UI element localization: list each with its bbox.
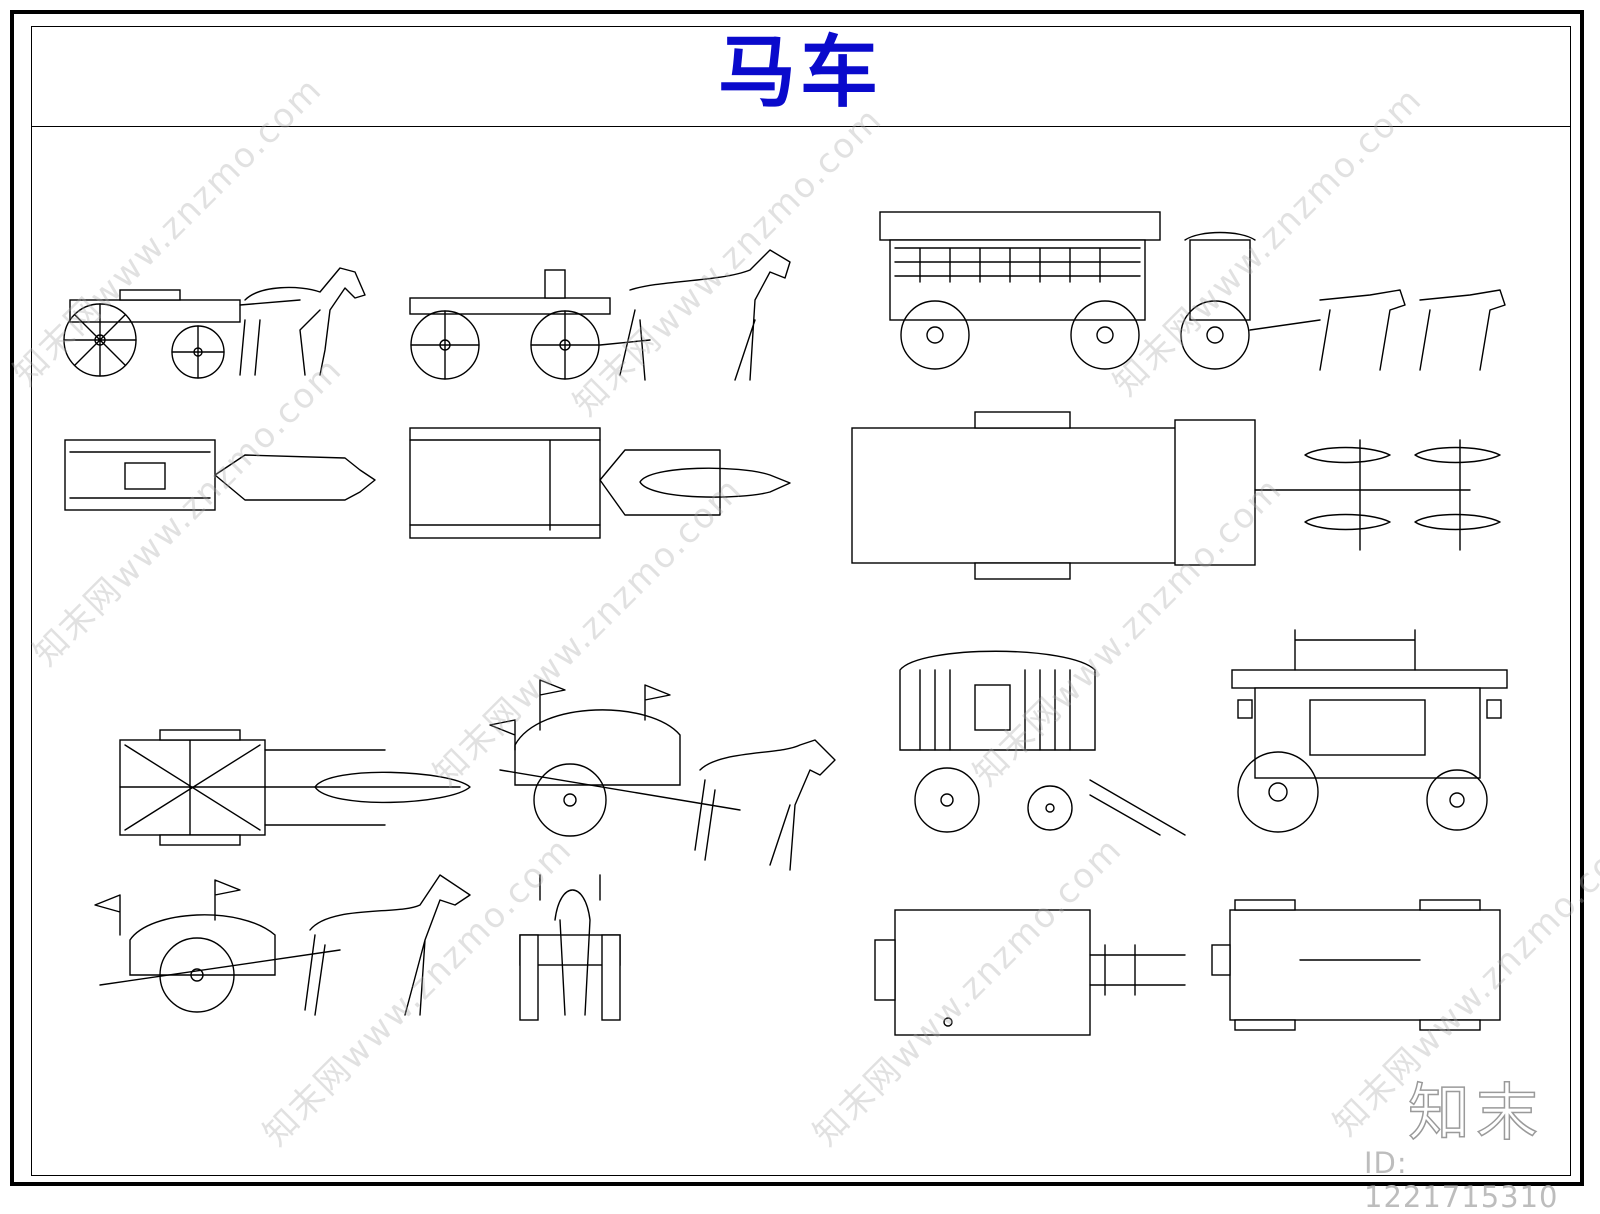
cart-side-view-2 [94, 874, 471, 1016]
carriage-lantern-side-view [1231, 629, 1508, 833]
outer-frame [10, 10, 1584, 1186]
coach-side-view [879, 211, 1506, 371]
wagon-side-view-1 [63, 267, 366, 379]
chariot-front-view [519, 874, 621, 1021]
inner-frame [31, 26, 1571, 1176]
wagon-side-view-2 [409, 249, 791, 381]
cart-side-view-1 [489, 679, 836, 871]
page-title: 马车 [717, 28, 882, 118]
coach-top-view [851, 411, 1501, 580]
title-divider [31, 126, 1571, 127]
image-id: ID: 1221715310 [1364, 1146, 1559, 1214]
brand-logo: 知末 [1407, 1075, 1545, 1150]
cart-top-view [119, 729, 471, 846]
covered-wagon-side-view [899, 650, 1186, 836]
wagon-top-view-2 [409, 427, 791, 539]
covered-wagon-top-view [874, 909, 1186, 1036]
wagon-top-view-1 [64, 439, 376, 511]
carriage-top-view [1211, 899, 1501, 1031]
